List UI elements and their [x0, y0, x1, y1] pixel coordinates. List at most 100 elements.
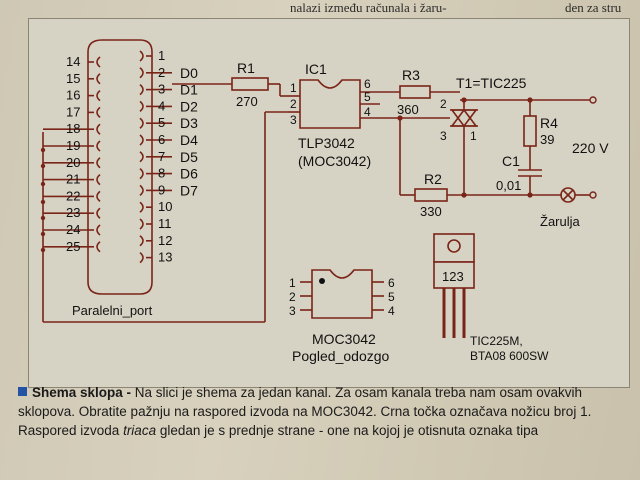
- r2-name: R2: [424, 171, 442, 187]
- ic1-pin1: 1: [290, 81, 297, 95]
- left-pin-label: 17: [66, 104, 80, 119]
- connector-pin-stub: [96, 73, 101, 85]
- r3-value: 360: [397, 102, 419, 117]
- right-pin-label: 3: [158, 82, 165, 97]
- left-pin-label: 19: [66, 138, 80, 153]
- caption-title: Shema sklopa -: [32, 385, 132, 400]
- moc-pin6: 6: [388, 276, 395, 290]
- connector-pin-stub: [96, 157, 101, 169]
- right-pin-label: 13: [158, 250, 172, 265]
- moc-pin1: 1: [289, 276, 296, 290]
- r4-value: 39: [540, 132, 554, 147]
- ic1-body: [299, 79, 361, 129]
- ic1-pin5: 5: [364, 90, 371, 104]
- pin1-dot: [319, 278, 325, 284]
- moc-pin3: 3: [289, 304, 296, 318]
- data-line-label: D4: [180, 132, 198, 148]
- caption-marker-icon: [18, 387, 27, 396]
- connector-pin-stub: [96, 207, 101, 219]
- lamp-label: Žarulja: [540, 214, 581, 229]
- right-pin-label: 1: [158, 48, 165, 63]
- left-pin-label: 18: [66, 121, 80, 136]
- ic1-name: IC1: [305, 61, 327, 77]
- right-pin-label: 7: [158, 149, 165, 164]
- left-pin-label: 22: [66, 188, 80, 203]
- r4-name: R4: [540, 115, 558, 131]
- left-pin-label: 25: [66, 239, 80, 254]
- left-pin-label: 20: [66, 155, 80, 170]
- caption-triaca: triaca: [123, 423, 157, 438]
- c1-value: 0,01: [496, 178, 521, 193]
- connector-pin-stub: [96, 241, 101, 253]
- ic1-alt: (MOC3042): [298, 153, 371, 169]
- moc-name: MOC3042: [312, 331, 376, 347]
- data-line-label: D5: [180, 149, 198, 165]
- right-pin-label: 9: [158, 182, 165, 197]
- right-pin-label: 10: [158, 199, 172, 214]
- figure-caption: Shema sklopa - Na slici je shema za jeda…: [18, 383, 618, 440]
- ic1-pin2: 2: [290, 97, 297, 111]
- connector-pin-stub: [96, 190, 101, 203]
- voltage-label: 220 V: [572, 140, 609, 156]
- data-line-label: D2: [180, 98, 198, 114]
- left-pin-label: 23: [66, 205, 80, 220]
- connector-pin-stub: [139, 67, 144, 79]
- connector-name: Paralelni_port: [72, 303, 153, 318]
- connector-pin-stub: [139, 100, 144, 113]
- connector-right-pins: [139, 50, 172, 264]
- schematic-panel: [28, 18, 630, 388]
- connector-pin-stub: [96, 89, 101, 102]
- connector-body: [87, 39, 153, 295]
- triac-pkg-pins: 123: [442, 269, 464, 284]
- t1-pin1: 1: [470, 129, 477, 143]
- r2-body: [414, 188, 448, 202]
- r3-name: R3: [402, 67, 420, 83]
- ic1-pin4: 4: [364, 105, 371, 119]
- r2-value: 330: [420, 204, 442, 219]
- t1-pin3: 3: [440, 129, 447, 143]
- connector-pin-stub: [96, 224, 101, 236]
- left-pin-label: 24: [66, 222, 80, 237]
- ic1-pin6: 6: [364, 77, 371, 91]
- connector-pin-stub: [96, 56, 101, 68]
- data-line-label: D3: [180, 115, 198, 131]
- connector-pin-stub: [139, 184, 144, 197]
- right-pin-label: 4: [158, 98, 165, 113]
- r1-body: [231, 77, 269, 91]
- connector-pin-stub: [96, 123, 101, 135]
- data-line-label: D0: [180, 65, 198, 81]
- moc-pin5: 5: [388, 290, 395, 304]
- connector-pin-stub: [139, 151, 144, 163]
- left-pin-label: 14: [66, 54, 80, 69]
- connector-pin-stub: [139, 50, 144, 62]
- triac-package: [433, 233, 475, 338]
- left-pin-label: 21: [66, 172, 80, 187]
- connector-pin-stub: [139, 167, 144, 180]
- moc-pin4: 4: [388, 304, 395, 318]
- ic1-part: TLP3042: [298, 135, 355, 151]
- connector-pin-stub: [139, 251, 144, 264]
- r1-name: R1: [237, 60, 255, 76]
- t1-pin2: 2: [440, 97, 447, 111]
- triac-pkg-line1: TIC225M,: [470, 334, 523, 348]
- connector-pin-stub: [139, 201, 144, 213]
- connector-left-pins: [43, 56, 101, 253]
- ic1-pin3: 3: [290, 113, 297, 127]
- r4-body: [523, 115, 537, 147]
- right-pin-label: 2: [158, 65, 165, 80]
- moc-view-label: Pogled_odozgo: [292, 348, 390, 364]
- data-line-label: D6: [180, 166, 198, 182]
- connector-pin-stub: [96, 173, 101, 186]
- data-line-label: D7: [180, 182, 198, 198]
- connector-pin-stub: [96, 106, 101, 119]
- left-pin-label: 15: [66, 71, 80, 86]
- triac-symbol: [450, 100, 478, 195]
- right-pin-label: 5: [158, 115, 165, 130]
- connector-pin-stub: [96, 140, 101, 152]
- t1-name: T1=TIC225: [456, 75, 527, 91]
- connector-pin-stub: [139, 117, 144, 129]
- right-pin-label: 8: [158, 166, 165, 181]
